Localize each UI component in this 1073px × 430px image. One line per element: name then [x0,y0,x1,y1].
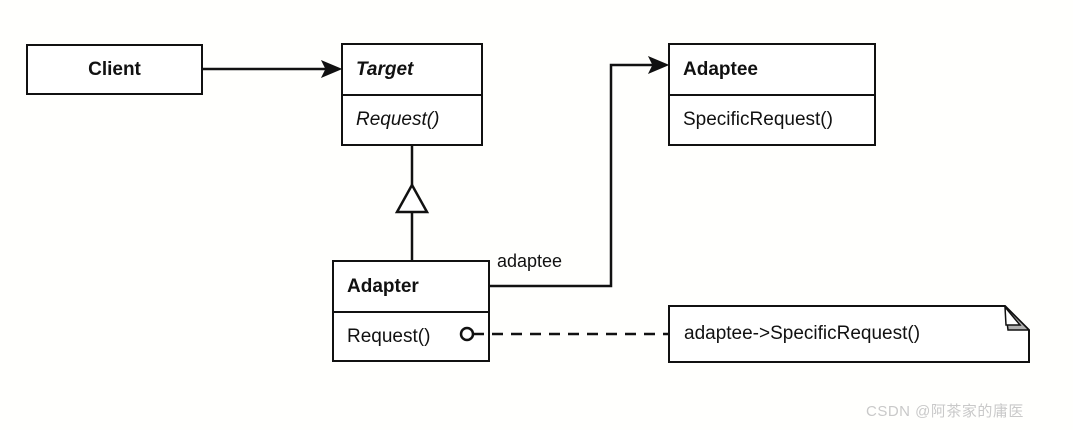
class-operation-adapter-request: Request() [334,311,488,360]
connector-client-to-target [203,60,343,78]
arrowhead-filled-icon [320,60,343,78]
class-name-adaptee: Adaptee [683,58,758,80]
connector-adapter-to-target-generalization [394,146,430,260]
note-fold-flap-icon [1004,304,1022,326]
class-name-client: Client [88,58,141,80]
connector-request-to-note [459,326,668,342]
class-operation-adaptee-specificrequest: SpecificRequest() [670,94,874,144]
class-name-adapter: Adapter [347,275,419,297]
class-operation-target-request: Request() [343,94,481,144]
note-box-adaptee-call[interactable] [668,303,1031,363]
edge-label-adaptee: adaptee [497,251,563,271]
class-box-target[interactable]: Target Request() [341,43,483,146]
note-body-path [668,305,1030,363]
class-box-adapter[interactable]: Adapter Request() [332,260,490,362]
note-box-shape [668,303,1031,363]
class-box-client[interactable]: Client [26,44,203,95]
watermark-text: CSDN @阿茶家的庸医 [866,403,1024,420]
class-name-target: Target [356,58,414,80]
note-text-adaptee-call: adaptee->SpecificRequest() [684,323,921,344]
class-box-adaptee[interactable]: Adaptee SpecificRequest() [668,43,876,146]
hollow-triangle-icon [394,182,430,214]
arrowhead-filled-icon [647,56,670,74]
